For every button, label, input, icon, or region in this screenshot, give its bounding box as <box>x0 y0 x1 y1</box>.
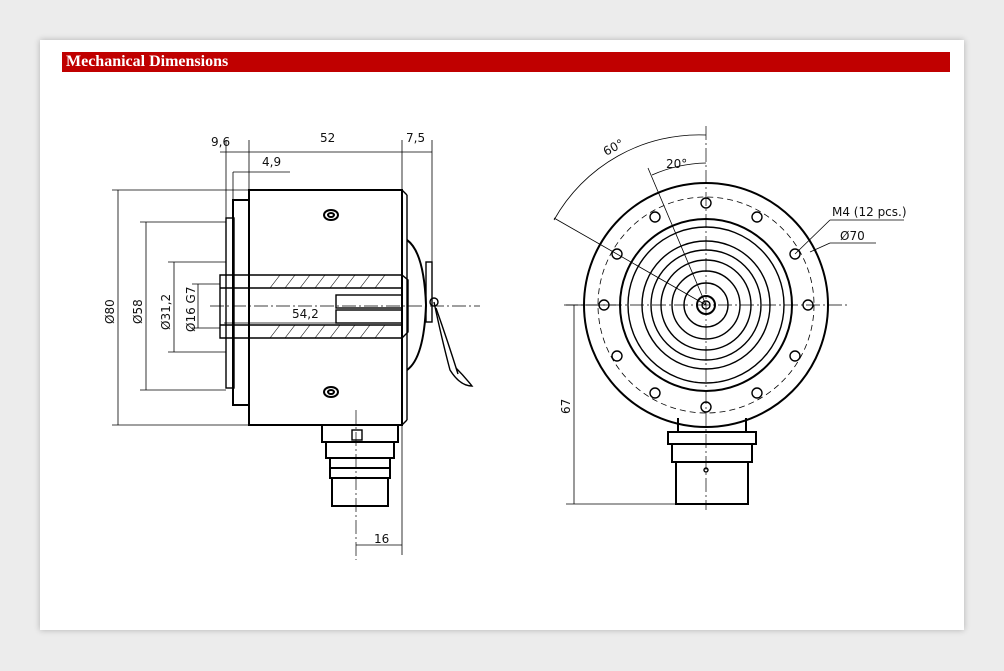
screw-bottom <box>323 386 339 398</box>
section-header: Mechanical Dimensions <box>62 52 950 72</box>
section-title: Mechanical Dimensions <box>66 53 229 70</box>
mechanical-drawing: 9,6 52 7,5 4,9 Ø80 Ø58 Ø31,2 Ø16 G7 54,2… <box>103 126 907 560</box>
mounting-holes <box>598 197 814 413</box>
dim-small-angle: 20° <box>666 157 687 171</box>
dim-shaft-diameter: Ø31,2 <box>159 294 173 330</box>
dim-body-length: 52 <box>320 131 335 145</box>
flange-step <box>225 217 235 389</box>
dim-bolt-circle: Ø70 <box>840 229 865 243</box>
document-page: Mechanical Dimensions <box>40 40 964 630</box>
dim-flange-depth: 9,6 <box>211 135 230 149</box>
side-view: 9,6 52 7,5 4,9 Ø80 Ø58 Ø31,2 Ø16 G7 54,2… <box>103 131 480 560</box>
dim-thread: M4 (12 pcs.) <box>832 205 907 219</box>
dim-cover-depth: 7,5 <box>406 131 425 145</box>
arc-60 <box>553 134 707 221</box>
dim-connector-offset: 16 <box>374 532 389 546</box>
hollow-shaft <box>219 274 409 339</box>
dim-outer-diameter: Ø80 <box>103 299 117 324</box>
front-connector-nut <box>671 443 753 463</box>
dim-bore-depth: 54,2 <box>292 307 319 321</box>
clamp-strap <box>433 301 474 387</box>
rear-cover <box>406 239 428 371</box>
connector-nut <box>325 441 395 459</box>
front-connector-plug <box>675 461 749 505</box>
dim-flange-diameter: Ø58 <box>131 299 145 324</box>
screw-top <box>323 209 339 221</box>
dim-center-height: 67 <box>559 399 573 414</box>
arc-20 <box>651 162 707 176</box>
dim-bore-diameter: Ø16 G7 <box>184 287 198 332</box>
dim-step: 4,9 <box>262 155 281 169</box>
dim-pitch-angle: 60° <box>601 136 626 158</box>
flange-plate <box>232 199 250 406</box>
front-view: 60° 20° M4 (12 pcs.) Ø70 67 <box>553 126 907 510</box>
connector-plug <box>331 477 389 507</box>
